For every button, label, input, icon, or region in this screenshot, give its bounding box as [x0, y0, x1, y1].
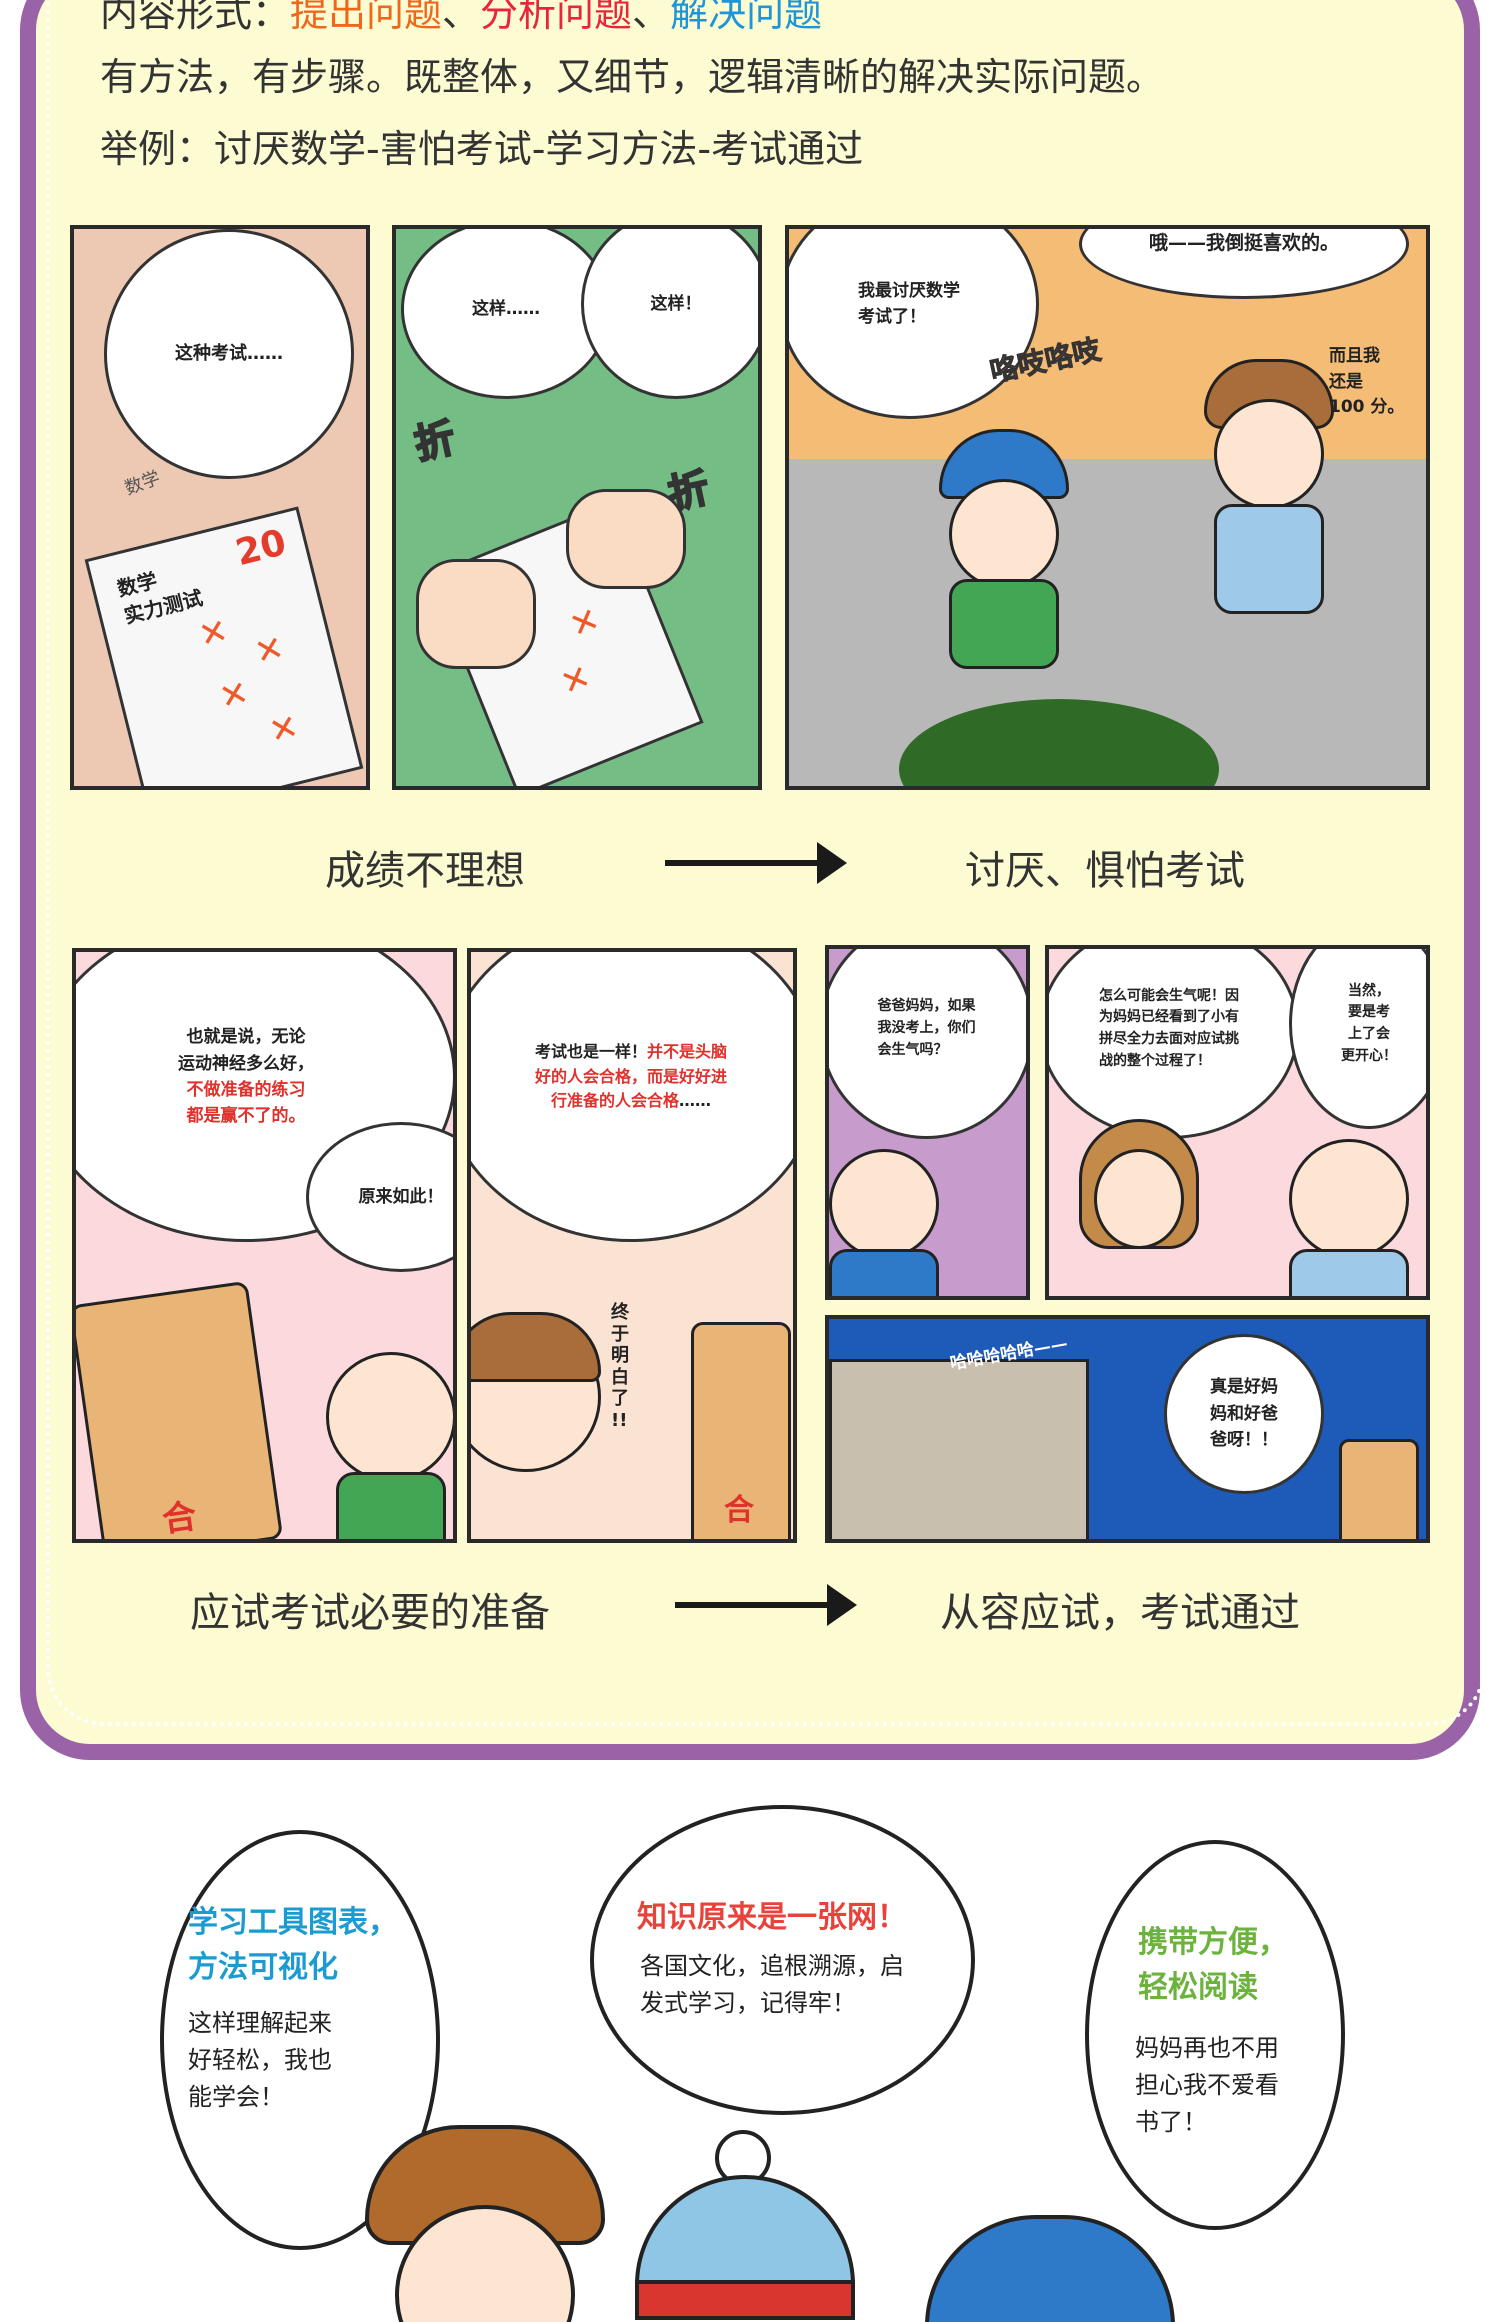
arrow-icon: [675, 1584, 857, 1626]
caption-fear-exam: 讨厌、惧怕考试: [965, 848, 1245, 894]
mascot-block: 合: [691, 1322, 791, 1539]
feature-title: 学习工具图表， 方法可视化: [188, 1905, 398, 1985]
cross-mark: ✕: [250, 627, 289, 674]
speech-bubble: 考试也是一样！并不是头脑 好的人会合格，而是好好进 行准备的人会合格……: [471, 952, 793, 1242]
boy-blue-cap: [925, 2215, 1175, 2322]
mother: [1079, 1119, 1199, 1296]
sound-effect: 折: [409, 414, 460, 469]
test-paper: 数学 实力测试 20 ✕ ✕ ✕ ✕: [84, 506, 364, 786]
boy-pointing: [471, 1312, 611, 1539]
boy-brown-hair: [365, 2125, 605, 2322]
caption-necessary-prep: 应试考试必要的准备: [190, 1590, 550, 1636]
feature-text: 这样理解起来 好轻松，我也 能学会！: [188, 2009, 332, 2112]
happy-boy: [1199, 359, 1339, 659]
speech-bubble: 当然， 要是考 上了会 更开心！: [1289, 949, 1426, 1129]
comic-panel-folding: 这样…… 这样！ 折 折 ✕ ✕ ✕: [392, 225, 762, 790]
feature-title: 知识原来是一张网！: [637, 1900, 907, 1935]
cross-mark: ✕: [265, 706, 303, 753]
boy-with-glasses: [829, 1149, 939, 1296]
kid-beanie: [635, 2130, 855, 2322]
feature-title: 携带方便， 轻松阅读: [1138, 1925, 1288, 2005]
comic-panel-preparation: 也就是说，无论 运动神经多么好， 不做准备的练习 都是赢不了的。 原来如此！ 合: [72, 948, 457, 1543]
speech-bubble: 真是好妈 妈和好爸 爸呀！！: [1164, 1334, 1324, 1494]
mascot-block: 合: [76, 1280, 284, 1539]
content-form-line: 内容形式：提出问题、分析问题、解决问题: [100, 0, 822, 37]
feature-bubble-portable: [1085, 1840, 1345, 2230]
comic-panel-parents-reply: 怎么可能会生气呢！因 为妈妈已经看到了小有 拼尽全力去面对应试挑 战的整个过程了…: [1045, 945, 1430, 1300]
cross-mark: ✕: [555, 656, 597, 705]
paper-score: 20: [231, 522, 291, 575]
aside-text: 终 于 明 白 了 !!: [611, 1302, 629, 1431]
form-item-solve: 解决问题: [670, 0, 823, 35]
aside-text: 而且我 还是 100 分。: [1329, 346, 1405, 417]
comic-panel-walking: 我最讨厌数学 考试了！ 哦——我倒挺喜欢的。 而且我 还是 100 分。 咯吱咯…: [785, 225, 1430, 790]
form-item-analyze: 分析问题: [480, 0, 633, 35]
angry-boy: [929, 429, 1079, 689]
hand: [566, 489, 686, 589]
mascot-block: [1339, 1439, 1419, 1539]
father: [1289, 1139, 1409, 1296]
speech-bubble: 这种考试……: [104, 229, 354, 479]
content-example: 举例：讨厌数学-害怕考试-学习方法-考试通过: [100, 127, 864, 171]
cross-mark: ✕: [215, 672, 253, 719]
hand: [416, 559, 536, 669]
speech-bubble: 这样……: [401, 229, 611, 399]
caption-poor-grades: 成绩不理想: [325, 848, 525, 894]
caption-pass-exam: 从容应试，考试通过: [940, 1590, 1300, 1636]
form-item-raise: 提出问题: [290, 0, 443, 35]
comic-panel-ask-parents: 爸爸妈妈，如果 我没考上，你们 会生气吗？: [825, 945, 1030, 1300]
cross-mark: ✕: [564, 599, 606, 647]
speech-bubble: 怎么可能会生气呢！因 为妈妈已经看到了小有 拼尽全力去面对应试挑 战的整个过程了…: [1049, 949, 1299, 1139]
feature-text: 各国文化，追根溯源，启 发式学习，记得牢！: [640, 1952, 904, 2018]
speech-bubble: 我最讨厌数学 考试了！: [789, 229, 1039, 419]
boy-with-glasses: [326, 1352, 453, 1539]
paper-tag: 数学: [122, 467, 164, 500]
comic-panel-night: 哈哈哈哈哈—— 真是好妈 妈和好爸 爸呀！！: [825, 1315, 1430, 1543]
feature-text: 妈妈再也不用 担心我不爱看 书了！: [1135, 2034, 1279, 2137]
speech-bubble: 爸爸妈妈，如果 我没考上，你们 会生气吗？: [829, 949, 1026, 1139]
cross-mark: ✕: [194, 610, 233, 657]
comic-panel-exam-same: 考试也是一样！并不是头脑 好的人会合格，而是好好进 行准备的人会合格…… 终 于…: [467, 948, 797, 1543]
speech-bubble: 这样！: [581, 229, 758, 399]
paper-title: 数学 实力测试: [114, 568, 206, 629]
building: [829, 1359, 1089, 1539]
speech-bubble: 哦——我倒挺喜欢的。: [1079, 229, 1409, 299]
content-description: 有方法，有步骤。既整体，又细节，逻辑清晰的解决实际问题。: [100, 55, 1165, 99]
arrow-icon: [665, 842, 847, 884]
comic-panel-test-paper: 这种考试…… 数学 实力测试 20 ✕ ✕ ✕ ✕ 数学: [70, 225, 370, 790]
feature-bubble-knowledge-net: [590, 1805, 975, 2115]
speech-bubble: 原来如此！: [306, 1122, 453, 1272]
